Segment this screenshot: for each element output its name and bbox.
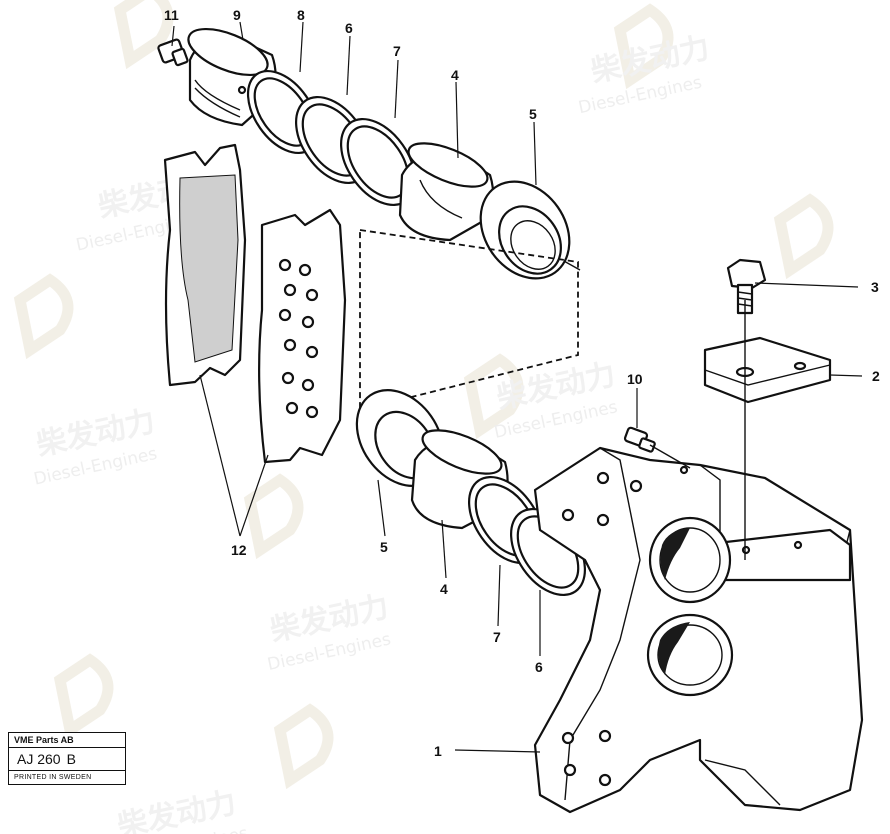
stamp-revision: B (66, 751, 76, 767)
callout-5-bottom: 5 (380, 539, 388, 555)
callout-labels: 11 9 8 6 7 4 5 3 2 10 12 5 4 7 6 1 (164, 7, 880, 759)
callout-10: 10 (627, 371, 643, 387)
pad-holes (278, 258, 319, 419)
part-2-plate (703, 336, 832, 404)
dashed-outline (359, 228, 579, 412)
callout-8: 8 (297, 7, 305, 23)
callout-7-bottom: 7 (493, 629, 501, 645)
callout-6-top: 6 (345, 20, 353, 36)
callout-4-top: 4 (451, 67, 459, 83)
leader-lines (171, 21, 863, 753)
callout-12: 12 (231, 542, 247, 558)
callout-3: 3 (871, 279, 879, 295)
part-7-ring-top (339, 117, 417, 207)
callout-9: 9 (233, 7, 241, 23)
callout-11: 11 (164, 7, 179, 23)
part-1-caliper-housing (533, 446, 864, 814)
callout-1: 1 (434, 743, 442, 759)
part-3-bolt (726, 258, 767, 315)
callout-7-top: 7 (393, 43, 401, 59)
part-4-piston-top (398, 142, 495, 242)
callout-2: 2 (872, 368, 880, 384)
stamp-printed: PRINTED IN SWEDEN (14, 774, 92, 781)
part-11-plug (157, 38, 189, 67)
part-5-boot-top (479, 180, 571, 280)
part-10-nipple (623, 426, 656, 453)
parts-stamp: VME Parts AB AJ 260 B PRINTED IN SWEDEN (8, 732, 126, 785)
part-12-brake-pads (163, 143, 347, 464)
watermark-cn: 柴发动力 (115, 785, 240, 834)
stamp-code: AJ 260 (17, 751, 61, 767)
stamp-company: VME Parts AB (9, 733, 125, 748)
callout-4-bottom: 4 (440, 581, 448, 597)
callout-5-top: 5 (529, 106, 537, 122)
callout-6-bottom: 6 (535, 659, 543, 675)
stamp-code-row: AJ 260 B (9, 748, 125, 771)
